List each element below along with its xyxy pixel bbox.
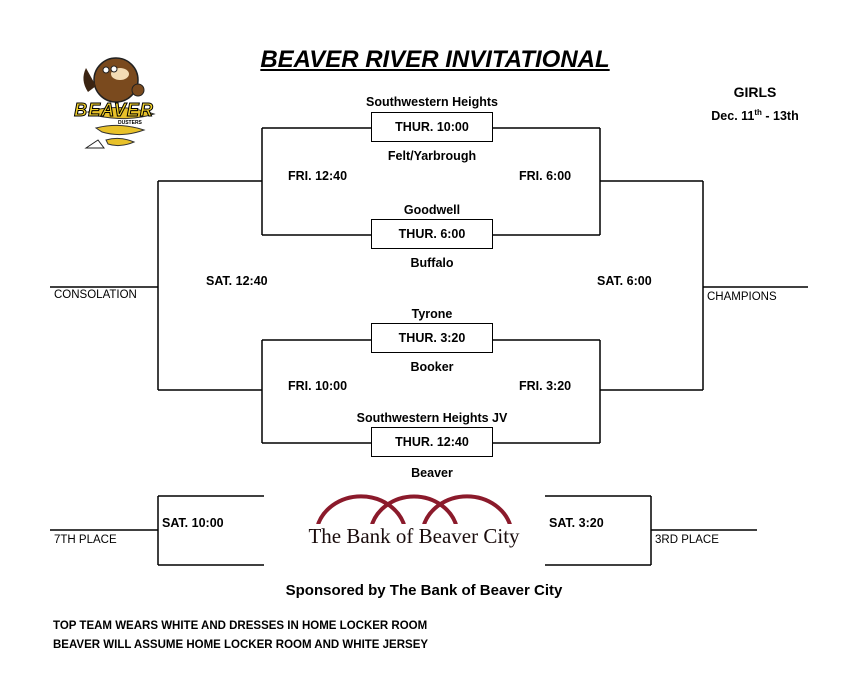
g4-time-box: THUR. 12:40 (371, 427, 493, 457)
g3-team-bottom: Booker (410, 360, 454, 374)
sat-3rd-time: SAT. 3:20 (549, 516, 604, 530)
bank-arches-icon (315, 494, 513, 529)
page-title: BEAVER RIVER INVITATIONAL (260, 46, 610, 73)
date-start-suffix: th (754, 108, 762, 117)
g4-team-top: Southwestern Heights JV (356, 411, 508, 425)
bank-name: The Bank of Beaver City (305, 524, 523, 548)
fri-right-bottom-time: FRI. 3:20 (519, 379, 572, 393)
fri-left-bottom-time: FRI. 10:00 (288, 379, 348, 393)
g3-team-top: Tyrone (411, 307, 453, 321)
third-place-label: 3RD PLACE (655, 534, 719, 546)
date-end: - 13th (761, 109, 799, 124)
fri-left-top-time: FRI. 12:40 (288, 169, 348, 183)
division-label: GIRLS (733, 84, 777, 100)
sat-right-time: SAT. 6:00 (597, 274, 652, 288)
date-range: Dec. 11th - 13th (690, 108, 820, 123)
g1-time-box: THUR. 10:00 (371, 112, 493, 142)
fri-right-top-time: FRI. 6:00 (519, 169, 572, 183)
beaver-logo: BEAVER DUSTERS (58, 50, 170, 154)
logo-text: BEAVER (74, 100, 154, 121)
g1-team-top: Southwestern Heights (366, 95, 498, 109)
logo-subtext: DUSTERS (118, 120, 142, 126)
beaver-mascot-icon (83, 57, 156, 149)
date-start: Dec. 11 (711, 109, 755, 124)
g2-time-box: THUR. 6:00 (371, 219, 493, 249)
g3-time-box: THUR. 3:20 (371, 323, 493, 353)
g4-team-bottom: Beaver (411, 466, 453, 480)
note-1: TOP TEAM WEARS WHITE AND DRESSES IN HOME… (53, 620, 428, 632)
g2-team-bottom: Buffalo (410, 256, 454, 270)
sat-7th-time: SAT. 10:00 (162, 516, 224, 530)
g1-team-bottom: Felt/Yarbrough (387, 149, 477, 163)
g2-team-top: Goodwell (403, 203, 461, 217)
consolation-label: CONSOLATION (54, 289, 137, 301)
sponsor-text: Sponsored by The Bank of Beaver City (285, 582, 563, 599)
seventh-place-label: 7TH PLACE (54, 534, 117, 546)
champions-label: CHAMPIONS (707, 291, 777, 303)
sat-left-time: SAT. 12:40 (206, 274, 268, 288)
bank-logo: The Bank of Beaver City (305, 488, 523, 552)
note-2: BEAVER WILL ASSUME HOME LOCKER ROOM AND … (53, 639, 429, 651)
